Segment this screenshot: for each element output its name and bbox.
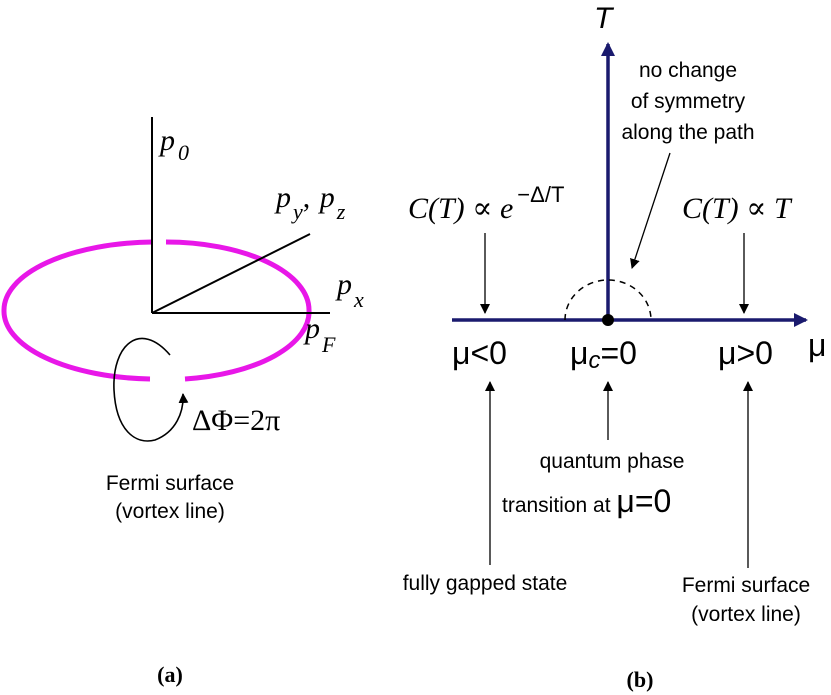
- axis-pyz-label: py, pz: [274, 181, 346, 224]
- mu-positive-label: μ>0: [718, 335, 773, 371]
- fermi-state-line2: (vortex line): [691, 603, 801, 626]
- note-line3: along the path: [621, 121, 754, 144]
- qpt-line2: transition at μ=0: [502, 483, 671, 519]
- heat-left-label: C(T) ∝ e−Δ/T: [408, 182, 564, 225]
- axis-mu-label: μ: [808, 327, 826, 363]
- fermi-ring-back: [1, 239, 153, 382]
- panel-b-label: (b): [627, 667, 654, 692]
- fermi-ring-front: [165, 239, 312, 382]
- mu-negative-label: μ<0: [452, 335, 507, 371]
- qpt-line1: quantum phase: [540, 450, 685, 473]
- caption-a-line1: Fermi surface: [106, 472, 234, 495]
- note-line2: of symmetry: [631, 90, 746, 113]
- note-arrow: [630, 152, 671, 269]
- quantum-critical-point: [602, 314, 614, 326]
- caption-a-line2: (vortex line): [115, 500, 225, 523]
- axis-pyz-line: [151, 233, 311, 314]
- axis-T-label: T: [594, 2, 615, 35]
- mu-critical-label: μc=0: [570, 335, 637, 374]
- heat-right-label: C(T) ∝ T: [682, 192, 793, 225]
- gapped-state-label: fully gapped state: [403, 572, 568, 595]
- panel-a-label: (a): [157, 662, 183, 687]
- axis-px-label: px: [335, 268, 364, 312]
- pF-label: pF: [303, 312, 336, 357]
- note-line1: no change: [639, 59, 737, 82]
- panel-b: T μ no change of symmetry along the path…: [403, 2, 827, 692]
- fermi-state-line1: Fermi surface: [682, 574, 810, 597]
- winding-loop: [113, 337, 189, 442]
- winding-label: ΔΦ=2π: [192, 404, 280, 437]
- symmetry-path-dashed: [564, 279, 652, 321]
